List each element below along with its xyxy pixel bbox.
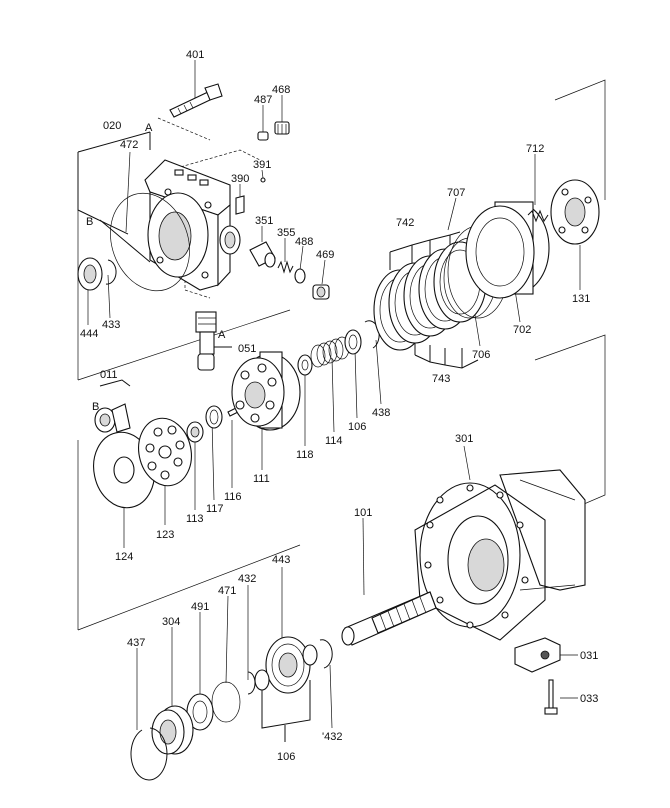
label-742: 742 [396,217,414,229]
label-114: 114 [325,435,343,447]
label-b-mid: B [92,401,99,413]
snap-ring-433 [105,259,117,285]
snap-ring-432-right [319,639,333,669]
washer-117 [205,405,223,429]
label-033: 033 [580,693,598,705]
bolt-033 [544,679,558,715]
label-707: 707 [447,187,465,199]
spring-712 [527,209,549,223]
valve-plate-131 [550,179,600,245]
label-106-upper: 106 [348,421,366,433]
label-743: 743 [432,373,450,385]
label-a-top: A [145,122,153,134]
label-101: 101 [354,507,372,519]
label-355: 355 [277,227,295,239]
plug-487 [257,131,269,141]
label-304: 304 [162,616,180,628]
label-106-lower: 106 [277,751,295,763]
label-444: 444 [80,328,98,340]
o-ring-471 [211,681,241,723]
leader-lines [87,60,581,730]
ring-488 [294,268,306,284]
label-468: 468 [272,84,290,96]
label-432-upper: 432 [238,573,256,585]
label-471: 471 [218,585,236,597]
part-labels: 401 487 468 020 A 472 391 390 B 351 355 … [80,49,598,763]
label-131: 131 [572,293,590,305]
shaft-101 [341,591,437,646]
valve-051 [195,311,217,371]
spring-114 [310,336,350,368]
label-118: 118 [296,449,314,461]
label-390: 390 [231,173,249,185]
label-443: 443 [272,554,290,566]
bearing-011 [94,403,131,433]
washer-118 [297,354,313,376]
label-391: 391 [253,159,271,171]
label-123: 123 [156,529,174,541]
cover-304 [151,705,194,755]
bolt-401 [169,83,223,118]
label-113: 113 [186,513,204,525]
washer-106b-left [254,669,270,691]
pin-390 [235,195,245,215]
bearing-443 [265,636,311,694]
valve-housing [144,159,241,291]
pin-391 [260,177,266,183]
label-472: 472 [120,139,138,151]
label-111: 111 [253,473,270,485]
washer-106b-right [302,644,318,666]
label-491: 491 [191,601,209,613]
plug-469 [312,284,330,300]
label-011: 011 [100,369,118,381]
bracket-031 [514,637,561,673]
label-351: 351 [255,215,273,227]
washer-106a [344,329,362,355]
label-301: 301 [455,433,473,445]
plug-468 [274,121,290,135]
label-433: 433 [102,319,120,331]
label-020: 020 [103,120,121,132]
label-488: 488 [295,236,313,248]
label-432-lower: '432 [322,731,342,743]
cylinder-block-111 [231,351,301,431]
label-437: 437 [127,637,145,649]
snap-ring-432-left [247,671,256,695]
label-b-top: B [86,216,93,228]
label-031: 031 [580,650,598,662]
label-702: 702 [513,324,531,336]
spring-355 [277,260,294,274]
label-124: 124 [115,551,133,563]
o-ring-472 [110,192,190,292]
label-712: 712 [526,143,544,155]
bearing-444 [77,257,103,291]
spool-351 [249,241,276,268]
retainer-plate-123 [138,417,192,487]
label-438: 438 [372,407,390,419]
brake-piston-702 [465,201,550,299]
label-116: 116 [224,491,242,503]
label-117: 117 [206,503,224,515]
label-051: 051 [238,343,256,355]
label-706: 706 [472,349,490,361]
casing-301 [414,469,586,641]
label-a-mid: A [218,329,226,341]
snap-ring-437 [130,727,168,781]
label-401: 401 [186,49,204,61]
label-469: 469 [316,249,334,261]
label-487: 487 [254,94,272,106]
shoe-113 [186,421,204,443]
